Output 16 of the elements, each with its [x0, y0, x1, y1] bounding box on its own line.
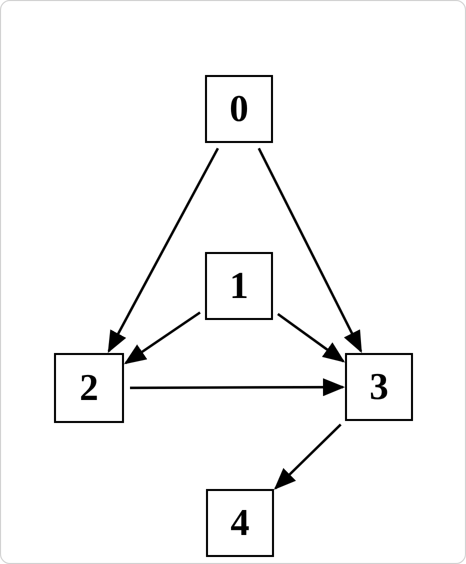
- node-label: 4: [230, 501, 250, 545]
- arrow: [108, 148, 219, 353]
- node-label: 1: [230, 264, 248, 308]
- arrow: [130, 378, 345, 396]
- node-label: 3: [370, 365, 388, 409]
- arrow: [124, 311, 201, 364]
- arrow: [274, 424, 342, 490]
- node-box: [205, 75, 273, 143]
- node-box: [54, 353, 124, 423]
- node-box: [205, 252, 273, 320]
- node-box: [206, 489, 274, 557]
- arrow: [277, 313, 345, 362]
- arrow: [258, 148, 362, 353]
- node-label: 0: [230, 87, 248, 131]
- node-label: 2: [80, 366, 98, 410]
- node-box: [345, 353, 413, 421]
